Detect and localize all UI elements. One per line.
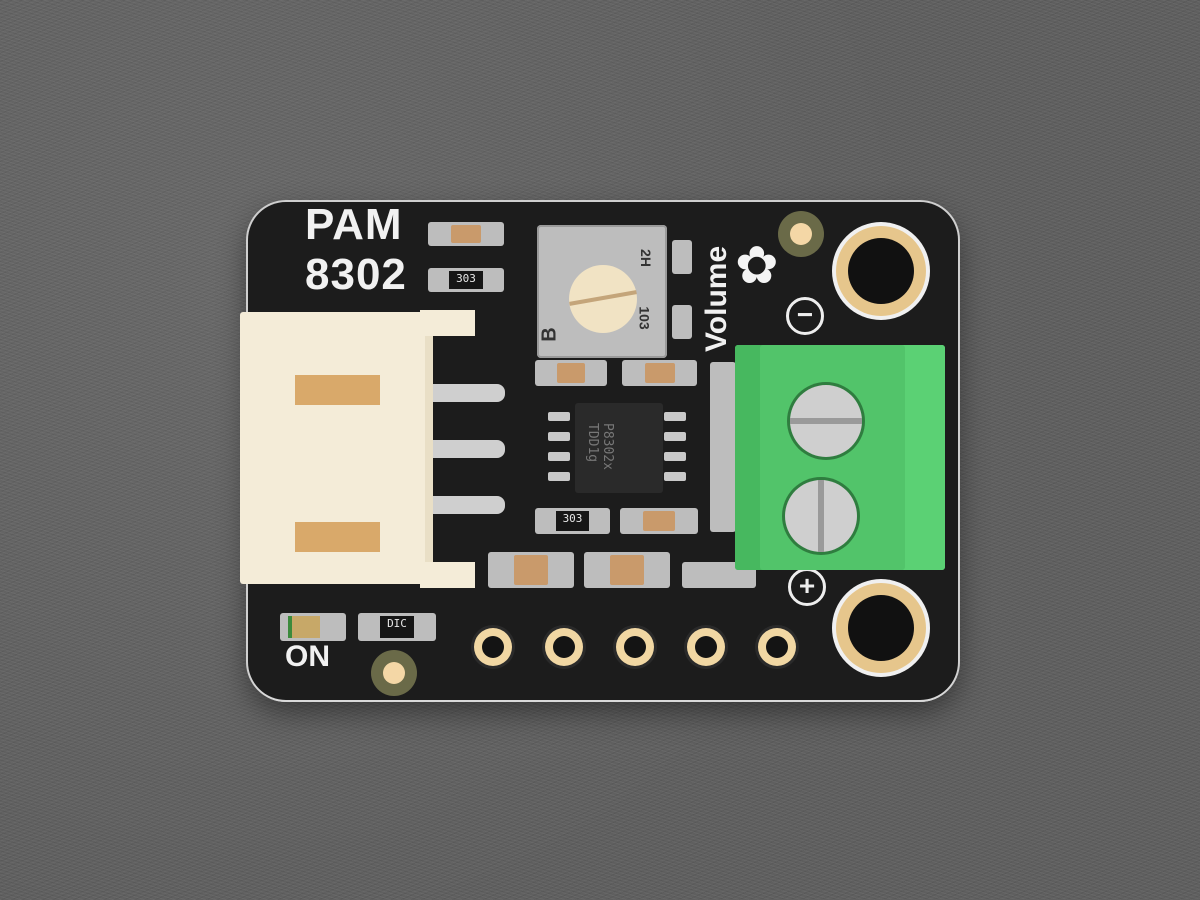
terminal-screw-bottom[interactable] bbox=[785, 480, 857, 552]
ic-pin bbox=[664, 432, 686, 441]
jst-latch-window-bottom bbox=[295, 522, 380, 552]
resistor-code: 303 bbox=[449, 271, 483, 289]
resistor-led: DIC bbox=[358, 613, 436, 641]
ic-pin bbox=[548, 452, 570, 461]
resistor-mid: 303 bbox=[535, 508, 610, 534]
pad-pot-1 bbox=[672, 240, 692, 274]
ic-pin bbox=[548, 472, 570, 481]
volume-potentiometer[interactable]: B 2H 103 bbox=[537, 225, 667, 358]
pad-pot-2 bbox=[672, 305, 692, 339]
resistor-code: DIC bbox=[379, 616, 415, 638]
ic-marking: P8302x TDD1g bbox=[585, 423, 615, 470]
jst-lead-3 bbox=[425, 496, 505, 514]
resistor-code: 303 bbox=[556, 511, 589, 531]
plus-symbol-icon: + bbox=[788, 568, 826, 606]
minus-symbol-icon: − bbox=[786, 297, 824, 335]
on-label: ON bbox=[285, 640, 330, 673]
title-line-2: 8302 bbox=[305, 250, 407, 299]
jst-lead-1 bbox=[425, 384, 505, 402]
jst-lead-2 bbox=[425, 440, 505, 458]
header-pin-3[interactable] bbox=[624, 636, 646, 658]
flower-star-icon: ✿ bbox=[735, 237, 779, 295]
mounting-hole-bottom bbox=[848, 595, 914, 661]
screw-terminal-block[interactable] bbox=[735, 345, 945, 570]
volume-label: Volume bbox=[700, 245, 733, 352]
resistor-top: 303 bbox=[428, 268, 504, 292]
ic-pin bbox=[548, 412, 570, 421]
title-line-1: PAM bbox=[305, 200, 403, 249]
pot-value-mark: 103 bbox=[636, 306, 653, 330]
pot-brand-mark: B bbox=[538, 327, 561, 342]
jst-tab-bottom bbox=[420, 562, 475, 588]
fiducial-top bbox=[790, 223, 812, 245]
pot-side-mark: 2H bbox=[637, 249, 654, 267]
capacitor-large-2 bbox=[584, 552, 670, 588]
terminal-pads bbox=[710, 362, 736, 532]
jst-latch-window-top bbox=[295, 375, 380, 405]
header-pin-4[interactable] bbox=[695, 636, 717, 658]
header-pin-2[interactable] bbox=[553, 636, 575, 658]
power-led bbox=[280, 613, 346, 641]
capacitor-top bbox=[428, 222, 504, 246]
ic-pin bbox=[664, 452, 686, 461]
mounting-hole-top bbox=[848, 238, 914, 304]
capacitor-mid-2 bbox=[622, 360, 697, 386]
header-pin-1[interactable] bbox=[482, 636, 504, 658]
amplifier-ic: P8302x TDD1g bbox=[575, 403, 663, 493]
jst-connector[interactable] bbox=[240, 312, 433, 584]
capacitor-mid-1 bbox=[535, 360, 607, 386]
capacitor-large-1 bbox=[488, 552, 574, 588]
ic-pin bbox=[664, 472, 686, 481]
jst-tab-top bbox=[420, 310, 475, 336]
fiducial-bottom bbox=[383, 662, 405, 684]
board-title: PAM 8302 bbox=[305, 200, 407, 300]
capacitor-low-1 bbox=[620, 508, 698, 534]
header-pin-5[interactable] bbox=[766, 636, 788, 658]
pot-knob[interactable] bbox=[569, 265, 637, 333]
ic-pin bbox=[548, 432, 570, 441]
ic-pin bbox=[664, 412, 686, 421]
terminal-screw-top[interactable] bbox=[790, 385, 862, 457]
